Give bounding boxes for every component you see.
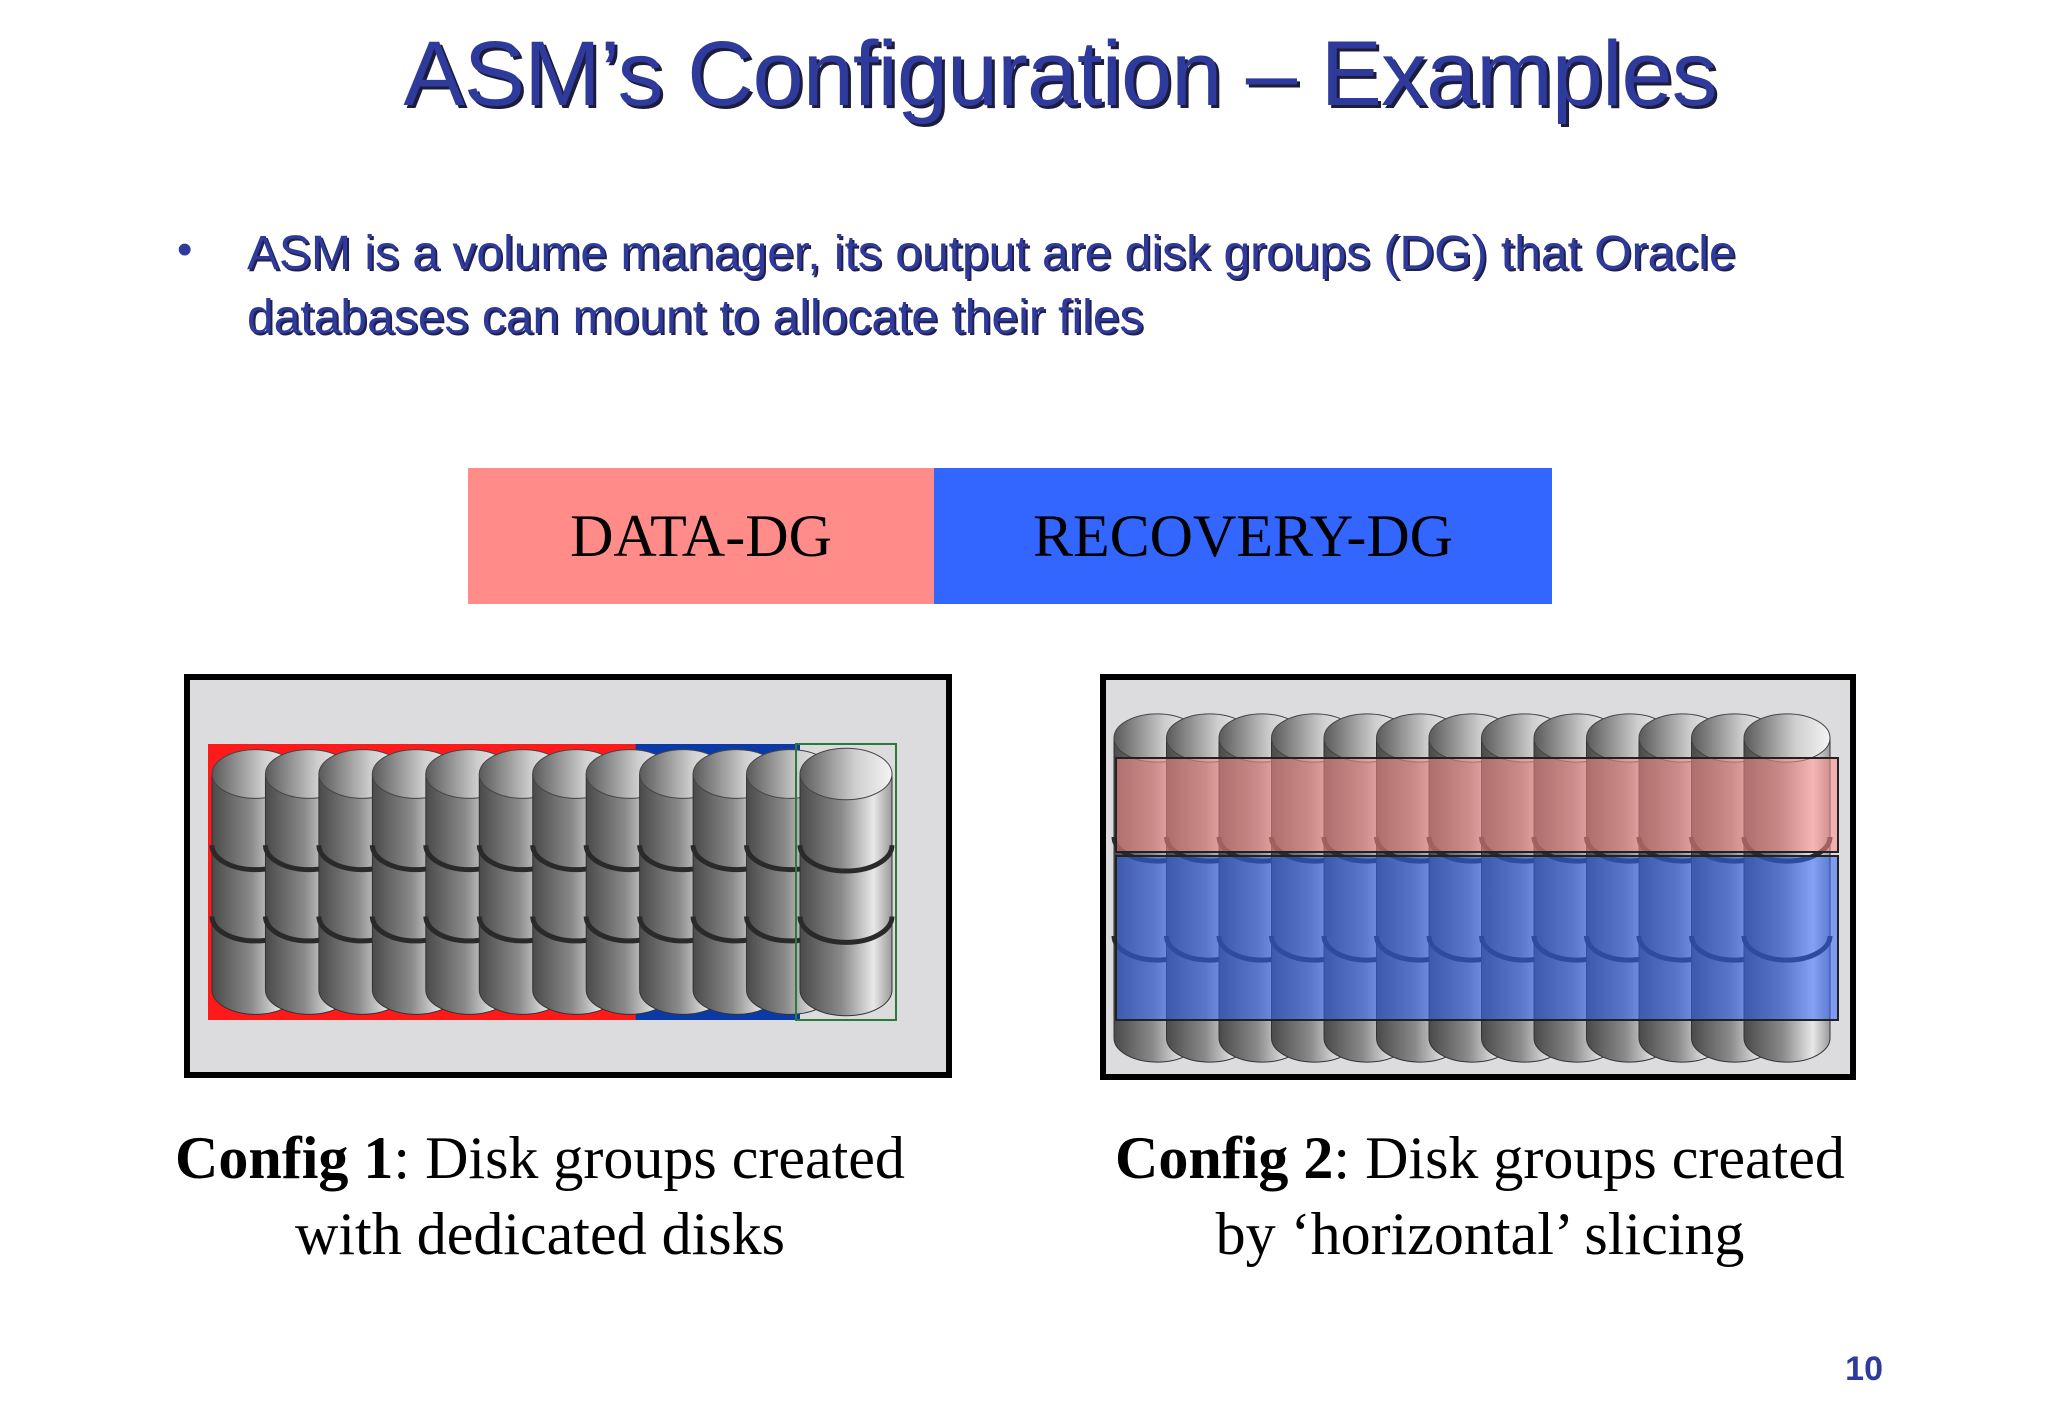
config2-diagram — [1100, 674, 1856, 1080]
config2-recovery-slice — [1115, 855, 1839, 1021]
config1-disk — [797, 747, 895, 1017]
config2-caption-text: : Disk groups created by ‘horizontal’ sl… — [1215, 1125, 1845, 1267]
config2-data-slice — [1115, 757, 1839, 853]
legend-recovery-dg-label: RECOVERY-DG — [1032, 502, 1454, 569]
bullet-marker: • — [177, 225, 193, 274]
config1-caption: Config 1: Disk groups created with dedic… — [130, 1120, 950, 1272]
config1-diagram — [184, 674, 952, 1078]
config1-caption-bold: Config 1 — [175, 1125, 394, 1191]
page-number: 10 — [1845, 1350, 1883, 1388]
bullet-text: ASM is a volume manager, its output are … — [247, 227, 1736, 344]
config1-disk-outline — [795, 743, 897, 1021]
legend-data-dg-label: DATA-DG — [570, 502, 832, 569]
config2-caption-bold: Config 2 — [1115, 1125, 1334, 1191]
config1-caption-text: : Disk groups created with dedicated dis… — [295, 1125, 905, 1267]
legend-data-dg: DATA-DG — [468, 468, 934, 604]
slide-title: ASM’s Configuration – Examples — [403, 23, 1717, 125]
legend-recovery-dg: RECOVERY-DG — [934, 468, 1552, 604]
config2-caption: Config 2: Disk groups created by ‘horizo… — [1080, 1120, 1880, 1272]
